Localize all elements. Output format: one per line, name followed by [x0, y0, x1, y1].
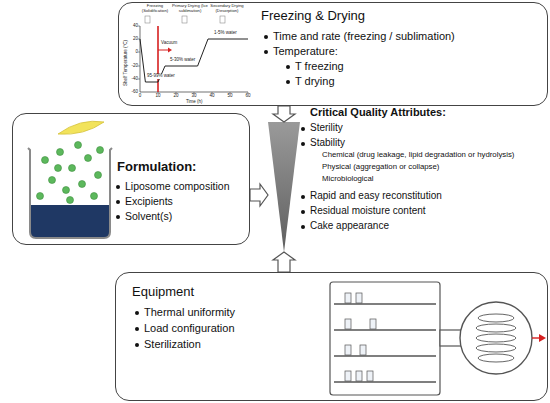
heading-text: Freezing & Drying: [261, 8, 365, 23]
item-text: Physical (aggregation or collapse): [322, 162, 439, 171]
chart-label: Vacuum: [161, 41, 177, 46]
block-arrow: [273, 106, 295, 122]
heading-text: Equipment: [132, 284, 194, 299]
text-line: Formulation:: [117, 160, 196, 175]
chart-label: 30: [190, 94, 198, 99]
process-box: EquipmentThermal uniformityLoad configur…: [115, 272, 548, 401]
item-text: T drying: [295, 75, 335, 87]
chart-label: 60: [244, 94, 252, 99]
chart-label: 40: [128, 24, 138, 29]
item-text: Temperature:: [273, 45, 338, 57]
item-text: Thermal uniformity: [144, 306, 235, 318]
bullet-dot: [264, 35, 268, 39]
bullet-dot: [286, 65, 290, 69]
chart-label: -20: [128, 64, 138, 69]
item-text: Time and rate (freezing / sublimation): [273, 30, 455, 42]
text-line: Load configuration: [144, 322, 235, 335]
chart-label: 20: [172, 94, 180, 99]
chart-label: Primary Drying (Ice sublimation): [172, 4, 208, 13]
item-text: Cake appearance: [310, 220, 389, 231]
process-box: Freezing & DryingTime and rate (freezing…: [118, 2, 548, 106]
bullet-dot: [135, 343, 139, 347]
item-text: Excipients: [125, 195, 173, 207]
heading-text: Critical Quality Attributes:: [310, 106, 446, 118]
chart-label: 0: [128, 50, 138, 55]
chart-label: -40: [128, 77, 138, 82]
block-arrow: [250, 184, 268, 206]
text-line: Chemical (drug leakage, lipid degradatio…: [322, 151, 514, 160]
text-line: Liposome composition: [125, 180, 229, 192]
bullet-dot: [301, 195, 305, 199]
text-line: Sterilization: [144, 338, 201, 351]
bullet-dot: [116, 200, 120, 204]
chart-label: Shelf Temperature (°C): [124, 40, 129, 86]
bullet-dot: [135, 327, 139, 331]
chart-label: Secondary Drying (Desorption): [208, 4, 246, 13]
text-line: T drying: [295, 75, 335, 88]
text-line: Stability: [310, 137, 345, 149]
text-line: Microbiological: [322, 175, 374, 184]
drying-chart: [138, 16, 248, 94]
item-text: Sterility: [310, 122, 343, 133]
funnel-triangle: [268, 122, 300, 252]
text-line: Thermal uniformity: [144, 306, 235, 319]
block-arrow: [273, 252, 295, 272]
text-line: Critical Quality Attributes:: [310, 106, 446, 119]
text-line: T freezing: [295, 60, 344, 73]
chart-label: 40: [208, 94, 216, 99]
item-text: Stability: [310, 137, 345, 148]
chart-label: 95-99% water: [147, 74, 175, 79]
chart-label: -60: [128, 90, 138, 95]
item-text: Load configuration: [144, 322, 235, 334]
freeze-dryer: [330, 282, 546, 395]
bullet-dot: [301, 225, 305, 229]
item-text: T freezing: [295, 60, 344, 72]
chart-label: 10: [154, 94, 162, 99]
process-box: Formulation: Liposome compositionExcipien…: [12, 113, 250, 245]
item-text: Sterilization: [144, 338, 201, 350]
text-line: Equipment: [132, 285, 194, 300]
text-line: Sterility: [310, 122, 343, 134]
text-line: Cake appearance: [310, 220, 389, 232]
item-text: Solvent(s): [125, 210, 172, 222]
item-text: Liposome composition: [125, 180, 229, 192]
text-line: Physical (aggregation or collapse): [322, 163, 439, 172]
bullet-dot: [135, 311, 139, 315]
bullet-dot: [301, 127, 305, 131]
item-text: Rapid and easy reconstitution: [310, 190, 442, 201]
bullet-dot: [116, 185, 120, 189]
bullet-dot: [301, 210, 305, 214]
text-line: Time and rate (freezing / sublimation): [273, 30, 455, 43]
bullet-dot: [116, 215, 120, 219]
heading-text: Formulation:: [117, 159, 196, 174]
chart-label: Freezing (Solidification): [139, 4, 171, 13]
bullet-dot: [286, 80, 290, 84]
beaker: [28, 121, 112, 238]
chart-label: 1-5% water: [214, 31, 237, 36]
item-text: Residual moisture content: [310, 205, 426, 216]
chart-label: 20: [128, 37, 138, 42]
bullet-dot: [301, 142, 305, 146]
text-line: Temperature:: [273, 45, 338, 58]
text-line: Excipients: [125, 195, 173, 207]
text-line: Freezing & Drying: [261, 9, 365, 24]
text-line: Rapid and easy reconstitution: [310, 190, 442, 202]
bullet-dot: [264, 50, 268, 54]
funnel-node: Critical Quality Attributes:SterilitySta…: [268, 122, 548, 252]
chart-label: Time (h): [186, 100, 203, 105]
item-text: Chemical (drug leakage, lipid degradatio…: [322, 150, 514, 159]
item-text: Microbiological: [322, 174, 374, 183]
chart-label: 5-30% water: [170, 58, 195, 63]
chart-label: 0: [136, 94, 144, 99]
text-line: Solvent(s): [125, 210, 172, 222]
chart-label: 50: [226, 94, 234, 99]
text-line: Residual moisture content: [310, 205, 426, 217]
